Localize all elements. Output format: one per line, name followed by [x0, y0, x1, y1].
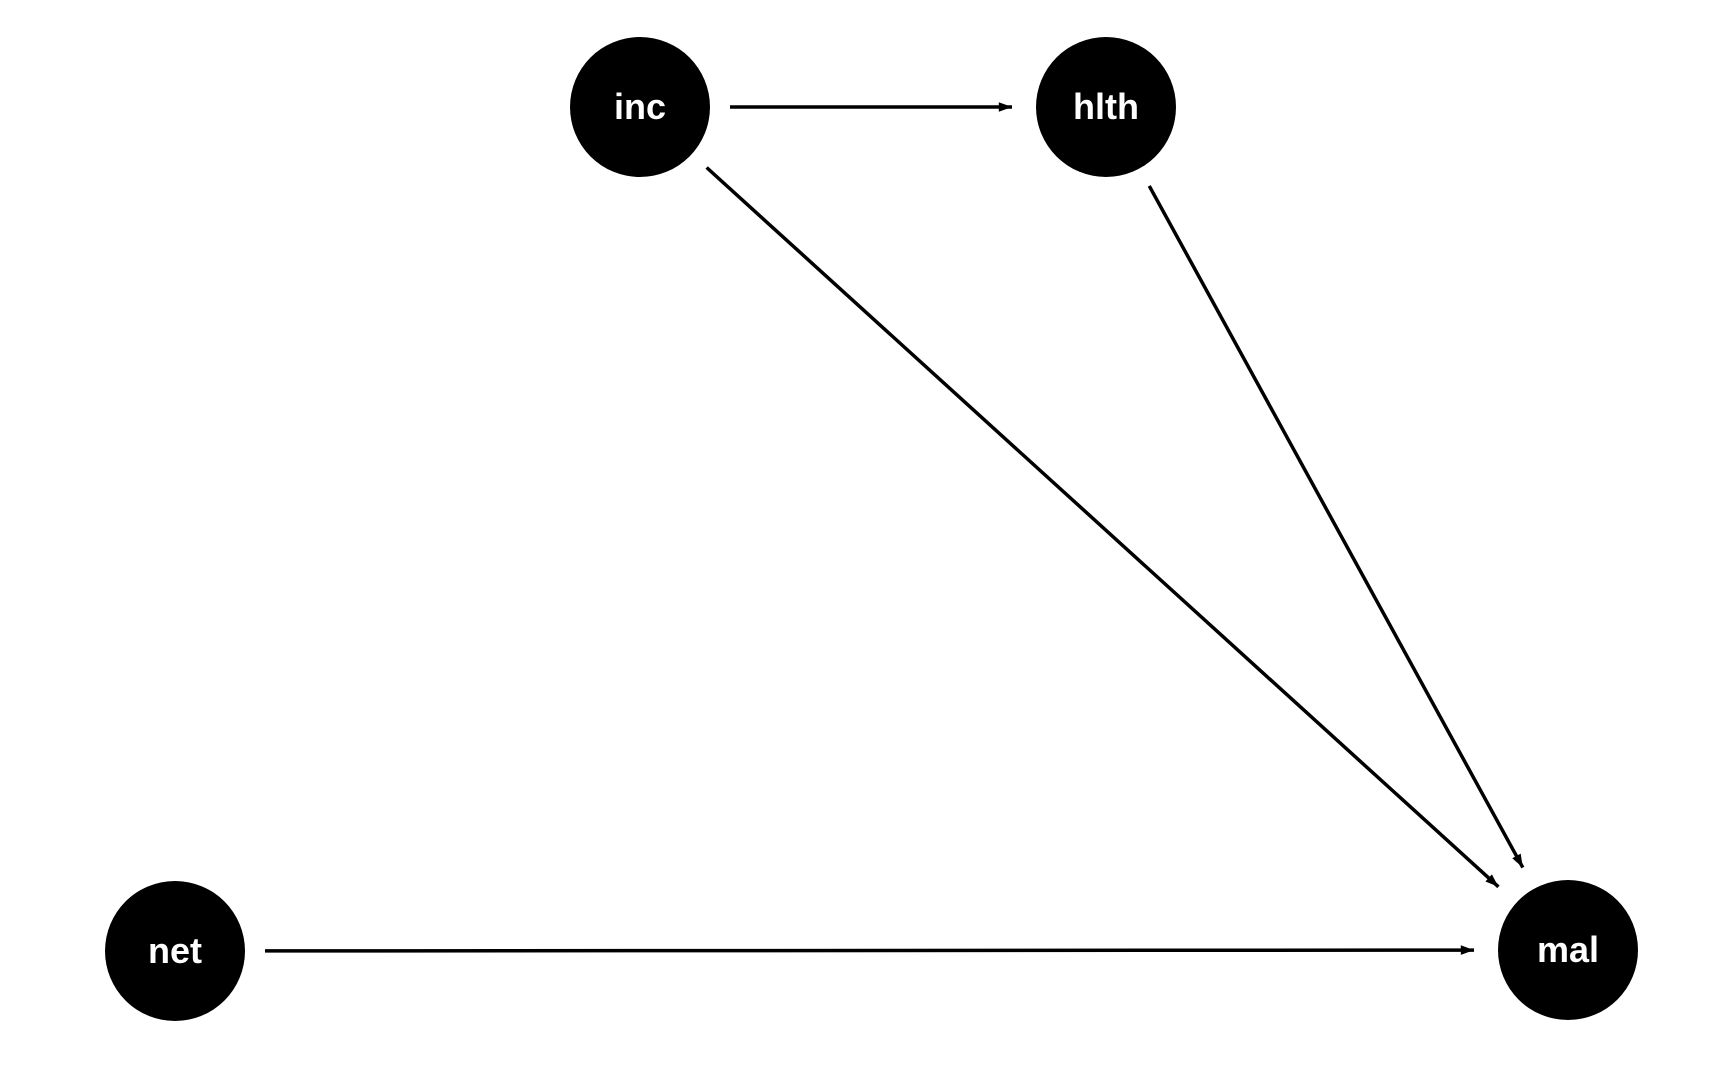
- node-circle: [570, 37, 710, 177]
- node-circle: [105, 881, 245, 1021]
- node-circle: [1498, 880, 1638, 1020]
- node-net: net: [105, 881, 245, 1021]
- node-circle: [1036, 37, 1176, 177]
- node-label: hlth: [1073, 86, 1139, 127]
- node-hlth: hlth: [1036, 37, 1176, 177]
- node-label: mal: [1537, 929, 1599, 970]
- edge-net-to-mal: [264, 945, 1475, 955]
- node-label: net: [148, 930, 202, 971]
- node-label: inc: [614, 86, 666, 127]
- edge-inc-to-mal: [705, 166, 1500, 889]
- edge-hlth-to-mal: [1147, 185, 1525, 869]
- node-mal: mal: [1498, 880, 1638, 1020]
- node-inc: inc: [570, 37, 710, 177]
